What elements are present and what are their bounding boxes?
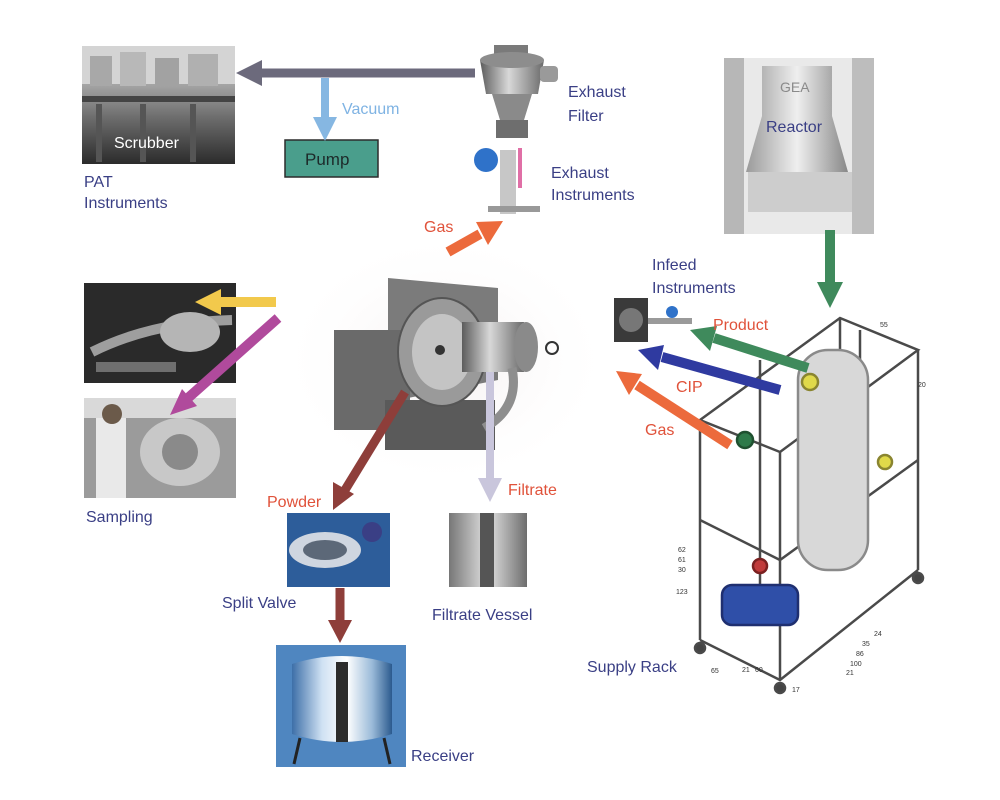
rack-number: 65 — [711, 668, 719, 675]
sampling-photo-bottom — [84, 398, 236, 498]
rack-number: 100 — [850, 661, 862, 668]
rack-number: 61 — [678, 557, 686, 564]
receiver-label: Receiver — [411, 748, 475, 765]
infeed-instruments-label-line2: Instruments — [652, 280, 736, 297]
infeed-instruments-label-line1: Infeed — [652, 257, 696, 274]
rack-number: 20 — [918, 382, 926, 389]
rack-number: 24 — [874, 631, 882, 638]
product-label: Product — [713, 317, 769, 334]
rack-number: 21 — [742, 667, 750, 674]
exhaust-filter-label-line1: Exhaust — [568, 84, 626, 101]
arrow-sampling-yellow — [195, 289, 221, 315]
pat-instruments-label-line1: PAT — [84, 174, 113, 191]
scrubber-photo — [82, 46, 235, 164]
exhaust-filter-label-line2: Filter — [568, 108, 604, 125]
reactor-photo: GEA — [724, 58, 874, 234]
arrow-product — [690, 326, 717, 351]
rack-number: 21 — [846, 670, 854, 677]
arrow-reactor-to-rack — [817, 282, 843, 308]
arrow-cip — [638, 345, 664, 370]
arrow-exhaust-to-scrubber — [236, 60, 262, 86]
split-valve-photo — [287, 513, 390, 587]
centrifuge-machine — [275, 230, 615, 490]
exhaust-instruments-label-line2: Instruments — [551, 187, 635, 204]
arrow-gas-right — [616, 371, 642, 395]
rack-number: 123 — [676, 589, 688, 596]
rack-number: 62 — [678, 547, 686, 554]
cip-label: CIP — [676, 379, 703, 396]
split-valve-label: Split Valve — [222, 595, 297, 612]
exhaust-filter-illustration — [480, 45, 558, 138]
arrows — [170, 60, 843, 643]
arrow-gas-top — [476, 221, 503, 245]
filtrate-vessel-photo — [449, 513, 527, 587]
pat-instruments-label-line2: Instruments — [84, 195, 168, 212]
gas-top-label: Gas — [424, 219, 453, 236]
pump-box — [284, 139, 379, 178]
rack-number: 17 — [792, 687, 800, 694]
arrow-sampling-purple — [170, 389, 197, 415]
receiver-photo — [276, 645, 406, 767]
scrubber-label: Scrubber — [114, 135, 180, 152]
arrow-powder — [333, 482, 354, 510]
reactor-logo-text: GEA — [780, 79, 810, 95]
supply-rack-drawing — [693, 316, 925, 695]
rack-number: 60 — [755, 667, 763, 674]
rack-number: 35 — [862, 641, 870, 648]
sampling-label: Sampling — [86, 509, 153, 526]
arrow-filtrate — [478, 478, 502, 502]
vacuum-label: Vacuum — [342, 101, 400, 118]
filtrate-label: Filtrate — [508, 482, 557, 499]
reactor-label: Reactor — [766, 119, 823, 136]
arrow-to-receiver — [328, 620, 352, 643]
rack-number: 86 — [856, 651, 864, 658]
arrow-vacuum — [313, 117, 337, 141]
rack-number-labels: 62 61 30 123 65 21 60 17 24 35 86 100 21… — [676, 322, 926, 694]
pump-label: Pump — [305, 150, 349, 169]
supply-rack-label: Supply Rack — [587, 659, 678, 676]
filtrate-vessel-label: Filtrate Vessel — [432, 607, 532, 624]
rack-number: 55 — [880, 322, 888, 329]
gas-right-label: Gas — [645, 422, 674, 439]
powder-label: Powder — [267, 494, 322, 511]
exhaust-instruments-illustration — [474, 148, 540, 214]
infeed-instruments-illustration — [614, 298, 692, 342]
exhaust-instruments-label-line1: Exhaust — [551, 165, 609, 182]
rack-number: 30 — [678, 567, 686, 574]
